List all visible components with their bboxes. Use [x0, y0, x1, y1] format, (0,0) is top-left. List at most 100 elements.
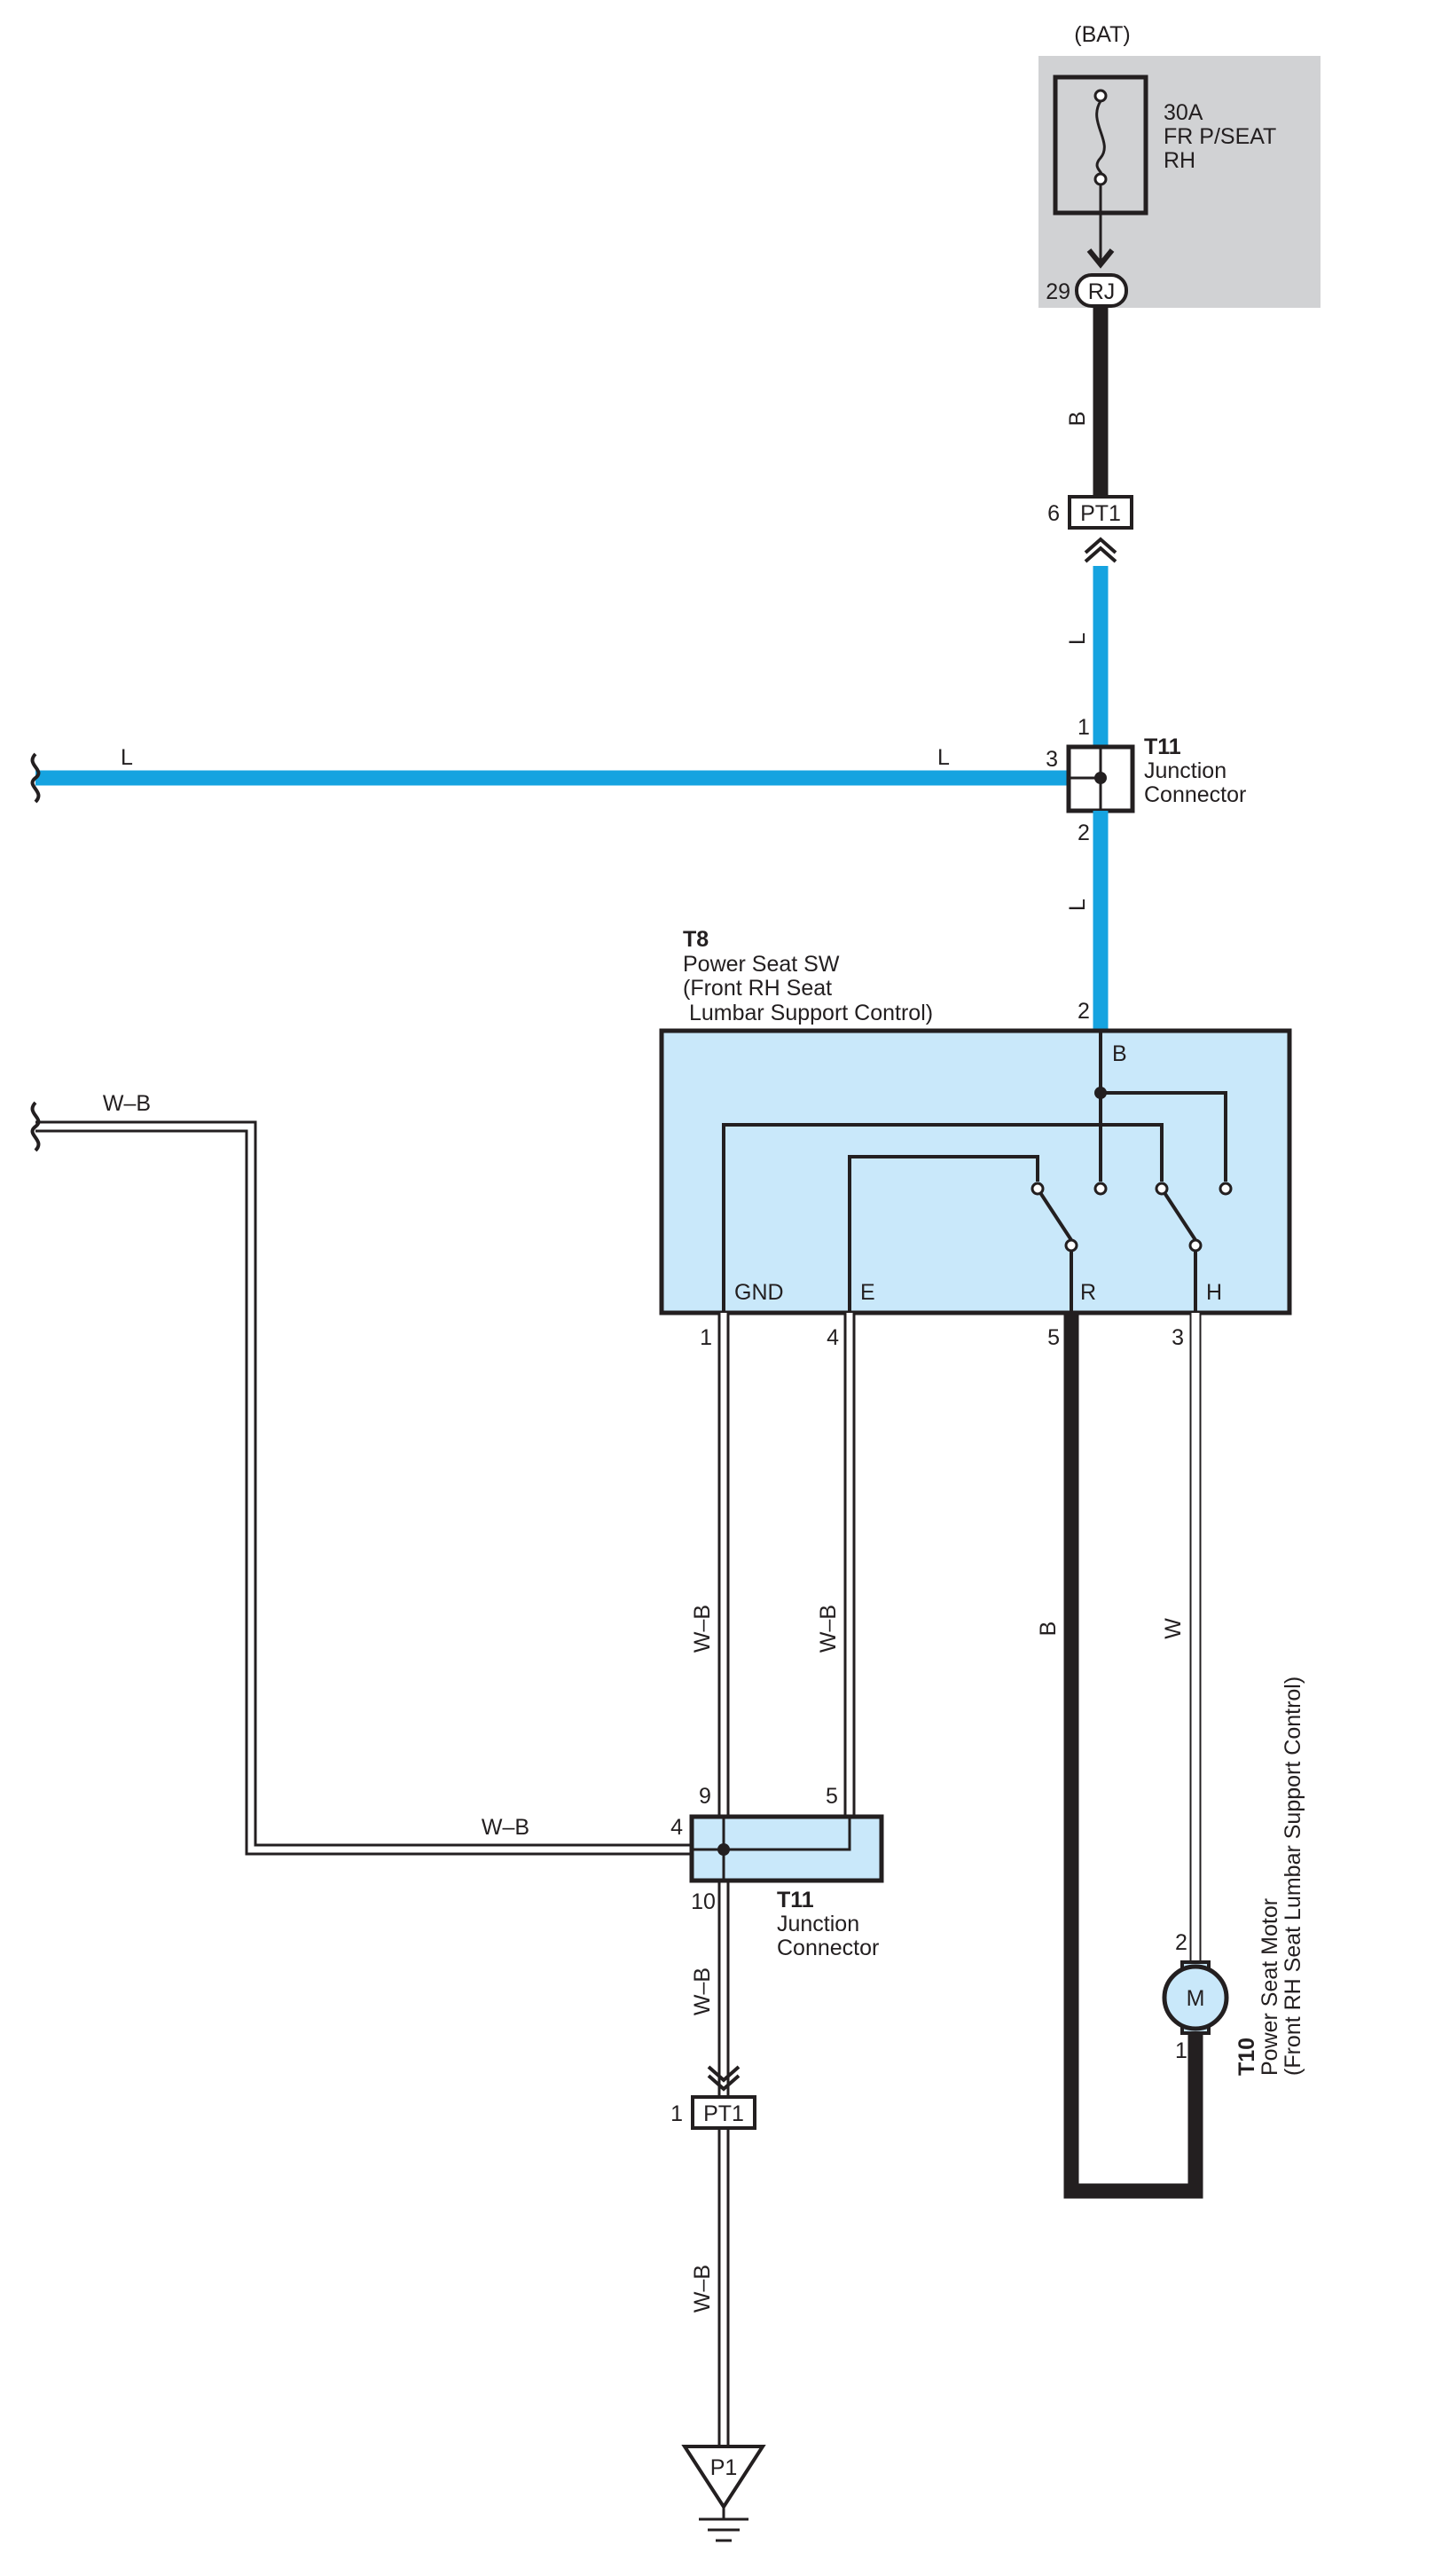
wire-wb-below-jc-label: W–B [690, 1967, 715, 2015]
motor-pin-2: 2 [1175, 1930, 1187, 1955]
switch-term-b: B [1112, 1041, 1127, 1066]
switch-b-to-h-contact [1101, 1091, 1227, 1182]
junction-top-pin-3: 3 [1046, 747, 1058, 772]
switch-term-r: R [1080, 1280, 1096, 1305]
motor-symbol: M [1187, 1986, 1205, 2011]
wire-wb-mid-label: W–B [482, 1815, 529, 1840]
motor-code: T10 [1234, 2038, 1259, 2076]
fuse-terminal-top [1093, 89, 1108, 103]
switch-b-node [1094, 1087, 1107, 1099]
switch-pin-h: 3 [1172, 1325, 1184, 1350]
wire-b-r-label: B [1036, 1622, 1061, 1637]
junction-bottom-line2: Connector [777, 1936, 879, 1960]
switch-code: T8 [683, 927, 709, 952]
junction-connector-bottom: 9 5 4 10 T11 Junction Connector [670, 1784, 884, 1960]
rj-connector-pin: 29 [1046, 279, 1070, 304]
switch-internals [722, 1031, 1227, 1313]
fuse-element-icon [1095, 100, 1106, 177]
break-mark-icon-top [30, 752, 41, 804]
wire-wb-ground-label: W–B [690, 2265, 715, 2313]
junction-top-node [1094, 772, 1107, 784]
wire-wb-top-left-label: W–B [103, 1091, 151, 1116]
power-seat-motor: M 2 1 T10 Power Seat Motor (Front RH Sea… [1162, 1677, 1305, 2076]
pt1-bottom-chevron-icon [707, 2065, 741, 2083]
switch-pin-gnd: 1 [700, 1325, 712, 1350]
switch-term-e: E [860, 1280, 875, 1305]
wire-wb-left-core [35, 1123, 692, 1853]
pt1-top-label: PT1 [1080, 501, 1121, 526]
pt1-top-connector: PT1 6 [1047, 495, 1133, 563]
power-seat-switch: T8 Power Seat SW (Front RH Seat Lumbar S… [659, 927, 1292, 1350]
switch-line1: Power Seat SW [683, 952, 840, 977]
switch-h-blade [1160, 1187, 1197, 1242]
ground-triangle-icon [681, 2445, 766, 2510]
ground-label: P1 [710, 2455, 738, 2480]
pt1-bottom-chevron-icon-2 [707, 2074, 741, 2092]
junction-bottom-pin-10: 10 [691, 1889, 716, 1914]
rj-connector-label: RJ [1088, 279, 1116, 304]
wire-wb-left-outline [35, 1120, 692, 1856]
switch-contact-b [1093, 1182, 1108, 1196]
pt1-top-chevron-icon [1084, 537, 1117, 554]
pt1-bottom-body [691, 2095, 756, 2130]
switch-gnd-line [722, 1123, 1164, 1313]
pt1-top-chevron-icon-2 [1084, 546, 1117, 563]
switch-term-h: H [1206, 1280, 1222, 1305]
wire-l-mid-label: L [1065, 899, 1090, 911]
pt1-top-pin: 6 [1047, 501, 1060, 526]
fuse-rating-label: 30A [1164, 100, 1203, 125]
wire-l-top-label: L [1065, 632, 1090, 645]
switch-pin-r: 5 [1047, 1325, 1060, 1350]
switch-e-line [848, 1155, 1039, 1313]
fuse-source-label: (BAT) [1074, 22, 1130, 47]
wb-wires [35, 1120, 856, 2446]
switch-line3: Lumbar Support Control) [683, 1001, 933, 1025]
fuse-arrow-icon [1086, 248, 1115, 269]
junction-top-line1: Junction [1144, 758, 1226, 783]
switch-contact-h [1219, 1182, 1233, 1196]
pt1-bottom-label: PT1 [703, 2101, 744, 2126]
switch-line2: (Front RH Seat [683, 976, 832, 1001]
motor-line2: (Front RH Seat Lumbar Support Control) [1281, 1677, 1305, 2076]
junction-bottom-pin-5: 5 [826, 1784, 838, 1809]
motor-icon [1162, 1964, 1229, 2031]
junction-connector-top: 1 3 2 T11 Junction Connector [1046, 715, 1246, 845]
pt1-top-body [1068, 495, 1133, 530]
switch-body [659, 1028, 1292, 1315]
fuse-terminal-bottom [1093, 172, 1108, 186]
fuse-panel-background [1038, 56, 1321, 308]
pt1-bottom-connector: PT1 1 [670, 2065, 756, 2130]
junction-top-pin-1: 1 [1078, 715, 1090, 740]
junction-top-pin-2: 2 [1078, 821, 1090, 845]
junction-bottom-line1: Junction [777, 1912, 859, 1936]
wire-wb-gnd-label: W–B [690, 1605, 715, 1653]
switch-contact-gnd [1155, 1182, 1169, 1196]
junction-top-line2: Connector [1144, 782, 1246, 807]
junction-bottom-pin-4: 4 [670, 1815, 683, 1840]
wire-l-left-label: L [121, 745, 133, 770]
fuse-name-line2: RH [1164, 148, 1195, 173]
junction-bottom-inner-e [724, 1817, 851, 1851]
junction-top-code: T11 [1144, 734, 1181, 759]
switch-pin-e: 4 [827, 1325, 839, 1350]
wire-b-top-label: B [1065, 412, 1090, 427]
wire-l-right-label: L [937, 745, 950, 770]
fuse-panel: (BAT) 30A FR P/SEAT RH [1038, 22, 1321, 308]
switch-pivot-h [1188, 1238, 1203, 1253]
wire-b-r [1063, 1313, 1203, 2199]
break-mark-icon-left [30, 1101, 41, 1152]
wire-w-label: W [1161, 1618, 1186, 1639]
motor-pin-1: 1 [1175, 2038, 1187, 2063]
junction-bottom-node [717, 1843, 730, 1856]
switch-term-gnd: GND [734, 1280, 784, 1305]
wire-wb-e-label: W–B [816, 1605, 841, 1653]
rj-connector: RJ 29 [1046, 273, 1128, 308]
pt1-bottom-pin: 1 [670, 2101, 683, 2126]
junction-bottom-code: T11 [777, 1888, 814, 1912]
fuse-name-line1: FR P/SEAT [1164, 124, 1276, 149]
switch-pivot-r [1064, 1238, 1078, 1253]
ground-point: P1 [681, 2445, 766, 2542]
switch-r-blade [1036, 1187, 1073, 1242]
switch-contact-e [1031, 1182, 1045, 1196]
